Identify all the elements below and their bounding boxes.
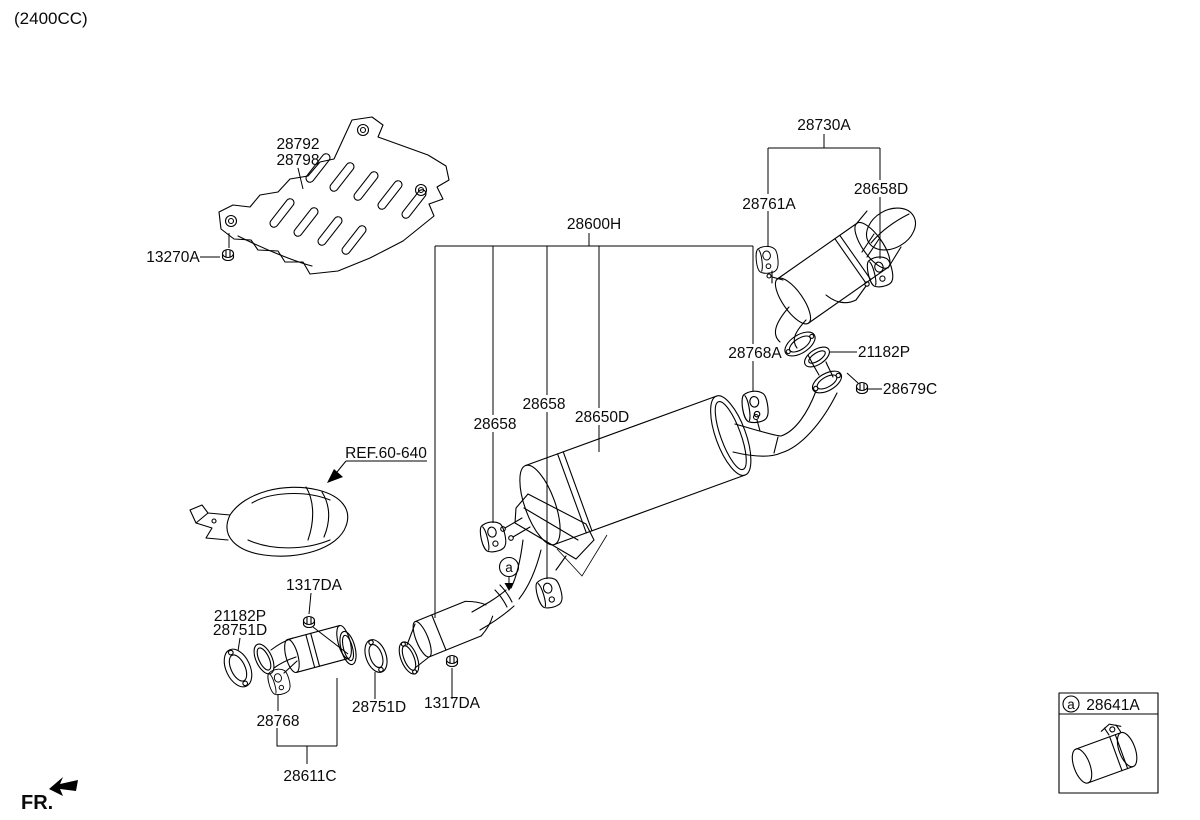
ref-leader [336, 460, 427, 473]
bolt-28679c-leader [846, 372, 882, 390]
label-1317da-upper: 1317DA [286, 577, 343, 594]
heat-shield-drawing [200, 116, 450, 275]
label-1317da-lower: 1317DA [424, 695, 481, 712]
catalyst-bracket [276, 678, 338, 764]
label-28730a: 28730A [797, 117, 851, 134]
heat-shield-slots [269, 153, 427, 255]
ref-arrowhead-icon [327, 469, 343, 483]
catalytic-converter-drawing [223, 592, 357, 764]
callout-a: a [498, 556, 520, 591]
legend-box: a 28641A [1058, 692, 1159, 794]
hanger-28658-front-drawing [477, 519, 509, 555]
label-masks [471, 180, 910, 432]
label-28679c: 28679C [883, 381, 937, 398]
ref-heat-shield-drawing [189, 460, 427, 557]
label-28650d: 28650D [575, 409, 629, 426]
hanger-28761a-drawing [754, 244, 780, 275]
label-28792: 28792 [276, 136, 319, 153]
label-28761a: 28761A [742, 196, 796, 213]
fr-label: FR. [21, 792, 53, 814]
hanger-28658-rear-drawing [533, 574, 566, 611]
hanger-28768-drawing [265, 666, 293, 698]
fr-arrow-icon [49, 777, 78, 796]
label-13270a: 13270A [146, 249, 200, 266]
rear-muffler-drawing [754, 207, 916, 395]
center-exhaust-drawing [398, 388, 838, 699]
label-ref-60-640: REF.60-640 [345, 445, 427, 462]
heat-shield-leader [297, 167, 304, 190]
heat-shield-nut-leader [200, 233, 230, 258]
bolt-28679c-drawing [855, 381, 869, 395]
clamp-28641a-drawing [1071, 723, 1138, 784]
label-28611c: 28611C [283, 768, 336, 785]
callout-a-arrowhead-icon [504, 583, 514, 591]
label-28768: 28768 [256, 713, 299, 730]
nut-1317da-upper-leader [308, 592, 349, 655]
label-28751d-front: 28751D [213, 622, 267, 639]
callout-a-letter: a [505, 560, 513, 575]
label-brackets [434, 134, 881, 618]
part-labels: (2400CC) 28792 28798 13270A 28730A 28761… [14, 9, 937, 785]
label-28751d-mid: 28751D [352, 699, 406, 716]
nut-1317da-upper-drawing [302, 615, 316, 629]
gasket-21182p-rear-drawing [804, 346, 830, 368]
label-21182p-front: 21182P [214, 608, 266, 625]
variant-label: (2400CC) [14, 9, 88, 28]
label-28768a: 28768A [728, 345, 782, 362]
legend-marker: a [1067, 697, 1075, 712]
label-28798: 28798 [276, 152, 319, 169]
nut-13270a-drawing [221, 248, 235, 262]
legend-part-number: 28641A [1086, 697, 1140, 714]
hanger-pointer-lines [556, 534, 608, 577]
label-28600h: 28600H [567, 216, 621, 233]
center-muffler-body [519, 395, 752, 546]
front-gasket-leader [237, 637, 241, 652]
nut-1317da-lower-drawing [445, 654, 459, 668]
label-28658-front: 28658 [473, 416, 516, 433]
label-28658d: 28658D [854, 181, 908, 198]
mid-gasket-drawing [364, 639, 388, 699]
label-21182p-rear: 21182P [858, 344, 910, 361]
fr-direction: FR. [21, 777, 78, 814]
label-28658-rear: 28658 [522, 396, 565, 413]
